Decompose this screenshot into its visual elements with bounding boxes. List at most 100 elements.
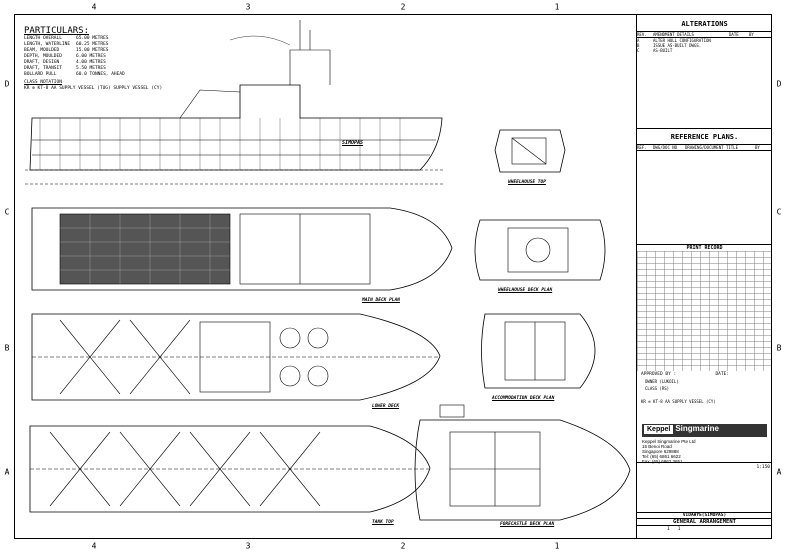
lower-deck-view — [31, 313, 441, 401]
particular-key: BEAM, MOULDED — [24, 48, 60, 53]
particular-value: 60.0 TONNES, AHEAD — [76, 72, 125, 77]
particular-key: LENGTH, WATERLINE — [24, 42, 71, 47]
particular-value: 60.25 METRES — [76, 42, 109, 47]
particular-key: DRAFT, DESIGN — [24, 60, 60, 65]
particular-value: 5.50 METRES — [76, 66, 106, 71]
sheet-of: 1 — [677, 527, 681, 532]
ref-col-dwg: DWG/DOC NO — [653, 145, 678, 150]
particular-row: LENGTH OVERALL 65.00 METRES — [24, 36, 162, 42]
zone-row-b: B — [4, 343, 10, 353]
particular-key: DEPTH, MOULDED — [24, 54, 62, 59]
alt-details: AS-BUILT — [653, 48, 673, 53]
alteration-row: A ALTER HULL CONFIGURATION — [637, 38, 772, 43]
zone-row-a-right: A — [776, 467, 782, 477]
company-name: Keppel Singmarine Pte Ltd — [642, 439, 696, 444]
alt-details: ALTER HULL CONFIGURATION — [653, 38, 711, 43]
drawing-info: 1:150 VIDAHYE(SIMOPAS) GENERAL ARRANGEME… — [637, 462, 772, 533]
wheelhouse-top-view — [494, 129, 566, 173]
print-record-title: PRINT RECORD — [686, 245, 723, 251]
particular-value: 65.00 METRES — [76, 36, 109, 41]
alt-col-date: DATE — [729, 32, 739, 37]
ref-col-ref: REF. — [637, 145, 647, 150]
alteration-row: B ISSUE AS-BUILT DWGS. — [637, 43, 772, 48]
reference-header: REF. DWG/DOC NO DRAWING/DOCUMENT TITLE B… — [637, 144, 772, 151]
wheelhouse-top-label: WHEELHOUSE TOP — [508, 180, 546, 185]
main-deck-view — [31, 207, 453, 291]
particular-value: 4.00 METRES — [76, 60, 106, 65]
particulars-title: PARTICULARS: — [24, 26, 90, 36]
class-notation-text: KR ⊕ KT-8 AA SUPPLY VESSEL (TUG) SUPPLY … — [24, 86, 163, 91]
alt-details: ISSUE AS-BUILT DWGS. — [653, 43, 702, 48]
zone-col-1: 1 — [554, 2, 560, 12]
fax: Fax: (65) 6862 3651 — [642, 459, 683, 464]
zone-right: D C B A — [772, 14, 786, 539]
zone-row-top: 4 3 2 1 — [14, 0, 772, 14]
zone-col-1-bottom: 1 — [554, 541, 560, 551]
ref-col-by: BY — [755, 145, 760, 150]
drawing-title: GENERAL ARRANGEMENT — [637, 518, 772, 525]
profile-hatching — [39, 118, 401, 170]
company-address: Keppel Singmarine Pte Ltd 15 Benoi Road … — [642, 439, 696, 464]
particular-row: DRAFT, DESIGN 4.00 METRES — [24, 60, 162, 66]
accommodation-deck-label: ACCOMMODATION DECK PLAN — [492, 396, 555, 401]
zone-row-c: C — [4, 207, 10, 217]
particular-row: DEPTH, MOULDED 6.00 METRES — [24, 54, 162, 60]
vessel-name: VIDAHYE(SIMOPAS) — [637, 512, 772, 518]
scale-value: 1:150 — [756, 465, 770, 470]
lower-deck-label: LOWER DECK — [372, 404, 400, 409]
particular-value: 15.00 METRES — [76, 48, 109, 53]
zone-col-2-bottom: 2 — [400, 541, 406, 551]
reference-plans-title: REFERENCE PLANS. — [670, 133, 739, 141]
tank-top-view — [29, 425, 431, 513]
ref-col-title: DRAWING/DOCUMENT TITLE — [685, 145, 738, 150]
particular-row: BEAM, MOULDED 15.00 METRES — [24, 48, 162, 54]
zone-col-4-bottom: 4 — [91, 541, 97, 551]
forecastle-deck-view — [414, 404, 631, 521]
alt-col-details: AMENDMENT DETAILS — [653, 32, 694, 37]
zone-col-3-bottom: 3 — [245, 541, 251, 551]
zone-row-bottom: 4 3 2 1 — [14, 539, 772, 553]
wheelhouse-deck-view — [474, 219, 606, 281]
alt-col-by: BY — [749, 32, 754, 37]
zone-row-d-right: D — [776, 79, 782, 89]
particular-key: LENGTH OVERALL — [24, 36, 62, 41]
forecastle-deck-label: FORECASTLE DECK PLAN — [500, 522, 555, 527]
sheet-number: 1 — [667, 527, 670, 532]
class-notation-title: CLASS NOTATION — [24, 80, 62, 85]
alterations-header: REV. AMENDMENT DETAILS DATE BY — [637, 31, 772, 38]
particular-value: 6.00 METRES — [76, 54, 106, 59]
title-block: ALTERATIONS REV. AMENDMENT DETAILS DATE … — [636, 14, 772, 539]
main-deck-label: MAIN DECK PLAN — [362, 298, 400, 303]
address-line-2: Singapore 629888 — [642, 449, 679, 454]
alt-rev: A — [637, 38, 640, 43]
particular-key: BOLLARD PULL — [24, 72, 57, 77]
alterations-title: ALTERATIONS — [681, 20, 728, 28]
zone-row-b-right: B — [776, 343, 782, 353]
tank-top-label: TANK TOP — [372, 520, 394, 525]
keppel-brand: Keppel — [644, 425, 674, 434]
zone-col-3: 3 — [245, 2, 251, 12]
zone-row-c-right: C — [776, 207, 782, 217]
class-label: CLASS (RS) — [645, 386, 670, 391]
particular-row: BOLLARD PULL 60.0 TONNES, AHEAD — [24, 72, 162, 78]
main-deck-grid — [60, 214, 230, 284]
telephone: Tel: (65) 6861 6622 — [642, 454, 681, 459]
alt-rev: B — [637, 43, 640, 48]
wheelhouse-deck-label: WHEELHOUSE DECK PLAN — [498, 288, 553, 293]
approval-block: APPROVED BY :DATE: OWNER (LUKOIL) CLASS … — [641, 372, 769, 404]
address-line-1: 15 Benoi Road — [642, 444, 672, 449]
zone-row-d: D — [4, 79, 10, 89]
zone-col-4: 4 — [91, 2, 97, 12]
particular-row: LENGTH, WATERLINE 60.25 METRES — [24, 42, 162, 48]
vessel-notation: KR ⊕ KT-8 AA SUPPLY VESSEL (CY) — [641, 399, 716, 404]
singmarine-brand: Singmarine — [675, 424, 719, 433]
profile-view — [25, 20, 445, 185]
alt-rev: C — [637, 48, 640, 53]
alteration-row: C AS-BUILT — [637, 48, 772, 53]
approved-by-label: APPROVED BY : — [641, 372, 677, 377]
